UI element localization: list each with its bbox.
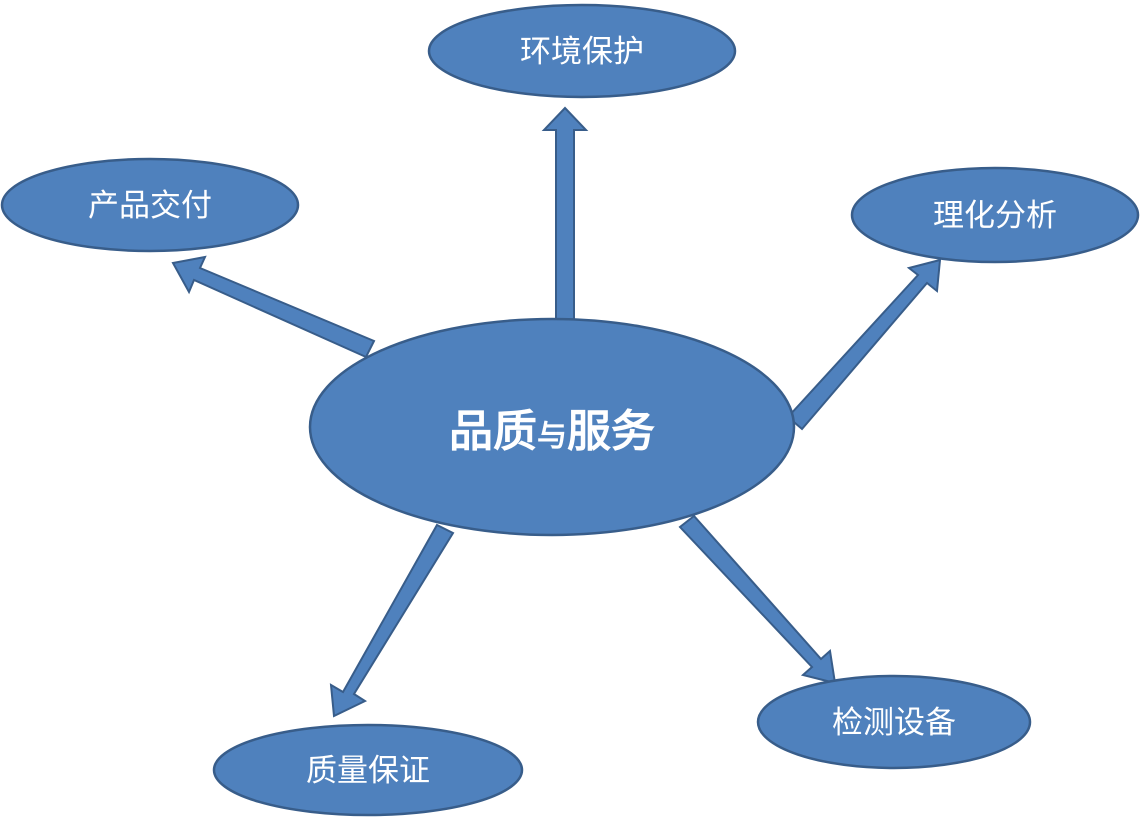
arrow-to-environment	[541, 106, 589, 324]
node-quality[interactable]	[212, 723, 524, 817]
node-analysis[interactable]	[850, 166, 1140, 264]
center-label-part1: 品质	[449, 406, 537, 457]
node-environment-label: 环境保护	[520, 34, 644, 70]
arrow-to-analysis	[786, 258, 942, 431]
center-node-label: 品质与服务	[449, 406, 655, 457]
node-quality-label: 质量保证	[306, 753, 430, 789]
node-testing[interactable]	[756, 674, 1032, 770]
center-label-part2: 服务	[567, 406, 655, 457]
center-label-connector: 与	[537, 419, 567, 454]
node-analysis-label: 理化分析	[933, 198, 1057, 234]
center-node[interactable]	[308, 317, 796, 537]
node-delivery[interactable]	[0, 157, 300, 253]
node-environment[interactable]	[427, 3, 737, 99]
node-testing-label: 检测设备	[832, 705, 956, 741]
node-delivery-label: 产品交付	[88, 188, 212, 224]
arrow-to-testing	[678, 514, 837, 685]
arrow-to-quality	[329, 523, 455, 718]
arrow-to-delivery	[171, 255, 376, 359]
